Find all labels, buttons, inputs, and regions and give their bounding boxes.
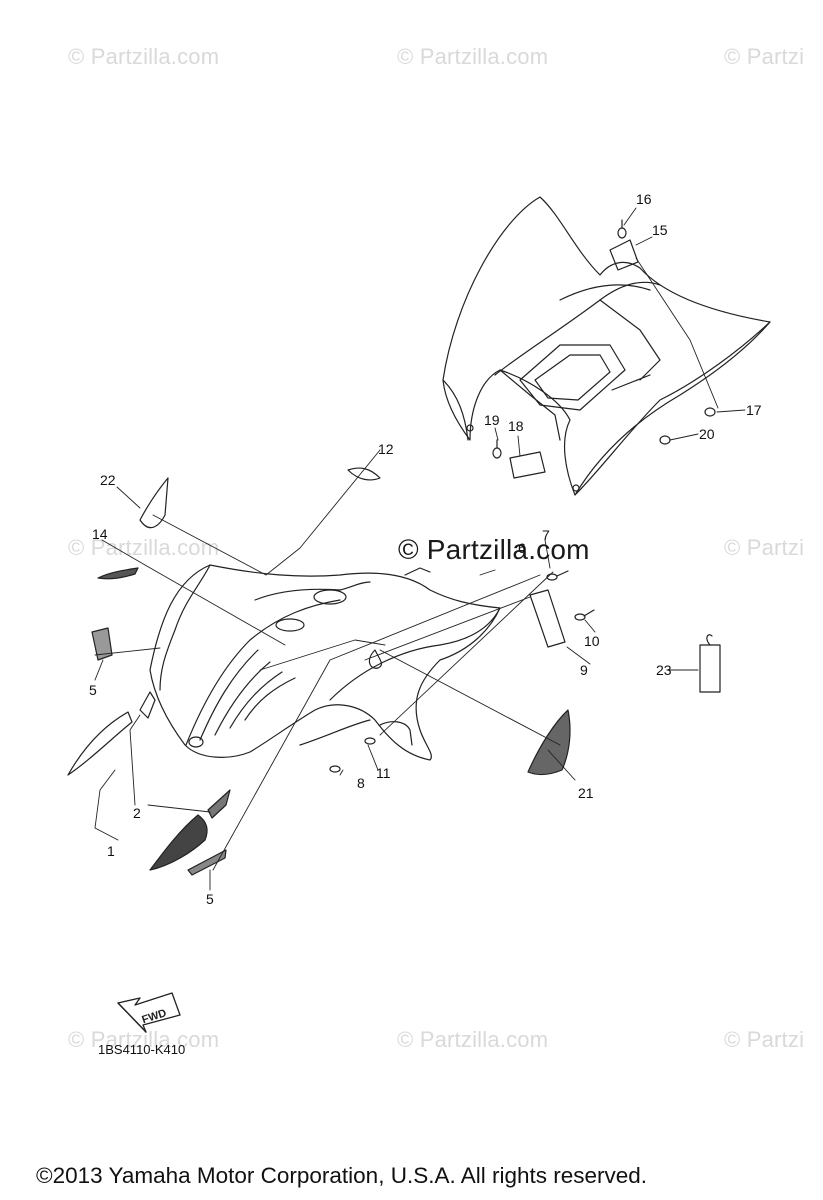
part-code: 1BS4110-K410	[98, 1042, 186, 1057]
callout-23: 23	[656, 662, 672, 678]
plate-18	[509, 451, 546, 479]
fwd-arrow	[117, 992, 181, 1033]
callout-7: 7	[542, 527, 550, 543]
watermark-center: © Partzilla.com	[398, 534, 590, 565]
copyright-notice: ©2013 Yamaha Motor Corporation, U.S.A. A…	[36, 1163, 648, 1188]
callout-5-lower: 5	[206, 891, 214, 907]
leader-lines	[94, 207, 746, 891]
tag-23	[699, 644, 721, 693]
watermark: © Partzi	[724, 1027, 805, 1052]
decal-5-upper	[91, 627, 113, 661]
watermark: © Partzilla.com	[68, 44, 220, 69]
front-fender	[149, 564, 501, 761]
callout-9: 9	[580, 662, 588, 678]
callout-17: 17	[746, 402, 762, 418]
watermark: © Partzilla.com	[397, 44, 549, 69]
decal-22	[139, 477, 169, 529]
fwd-label: FWD	[141, 1007, 169, 1026]
decal-12	[347, 467, 381, 481]
callout-22: 22	[100, 472, 116, 488]
callout-10: 10	[584, 633, 600, 649]
callout-18: 18	[508, 418, 524, 434]
callout-5-upper: 5	[89, 682, 97, 698]
fasteners	[329, 219, 716, 773]
callout-14: 14	[92, 526, 108, 542]
watermark: © Partzilla.com	[68, 535, 220, 560]
callout-2: 2	[133, 805, 141, 821]
callout-15: 15	[652, 222, 668, 238]
callout-8: 8	[357, 775, 365, 791]
callout-6: 6	[518, 540, 526, 556]
callout-19: 19	[484, 412, 500, 428]
decal-2	[139, 691, 156, 719]
callout-16: 16	[636, 191, 652, 207]
callout-11: 11	[376, 765, 391, 781]
decal-5-lower	[187, 849, 227, 876]
decal-21	[527, 709, 571, 776]
callout-21: 21	[578, 785, 594, 801]
callout-1: 1	[107, 843, 115, 859]
decal-small	[207, 789, 231, 819]
plate-9	[529, 589, 566, 648]
decal-14	[97, 567, 139, 580]
callout-20: 20	[699, 426, 715, 442]
plate-15	[609, 239, 639, 271]
watermark: © Partzilla.com	[397, 1027, 549, 1052]
decal-1	[67, 711, 133, 776]
decal-emblem	[149, 814, 208, 871]
callout-12: 12	[378, 441, 394, 457]
watermark: © Partzi	[724, 44, 805, 69]
rear-fender	[442, 196, 771, 496]
watermark: © Partzilla.com	[68, 1027, 220, 1052]
watermark: © Partzi	[724, 535, 805, 560]
